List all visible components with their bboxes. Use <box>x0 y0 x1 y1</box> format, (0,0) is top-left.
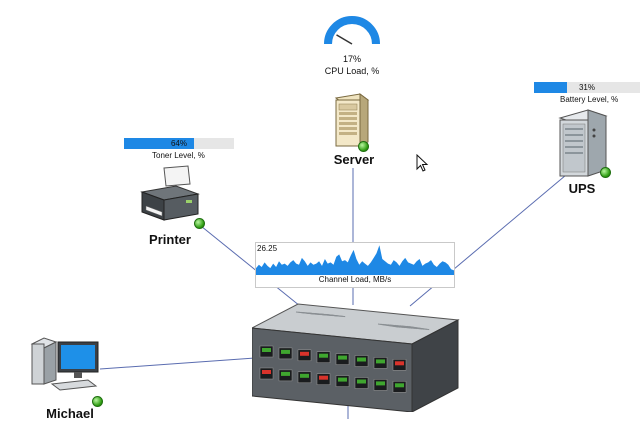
workstation-status-icon <box>92 396 103 407</box>
cpu-gauge <box>324 16 380 45</box>
ups-node[interactable] <box>550 106 614 180</box>
server-node[interactable] <box>330 90 374 150</box>
ups-status-icon <box>600 167 611 178</box>
server-status-icon <box>358 141 369 152</box>
toner-level-bar: 64% <box>124 138 234 149</box>
battery-level-bar: 31% <box>534 82 640 93</box>
toner-level-label: Toner Level, % <box>152 151 205 160</box>
toner-level-value: 64% <box>170 139 187 148</box>
channel-load-chart: 26.25 0 Channel Load, MB/s <box>255 242 455 288</box>
channel-load-label: Channel Load, MB/s <box>318 275 392 284</box>
cpu-load-value: 17% <box>342 54 361 64</box>
toner-level-fill <box>124 138 195 149</box>
printer-node[interactable] <box>136 164 204 226</box>
channel-load-plot <box>256 245 454 275</box>
workstation-node[interactable] <box>30 330 100 396</box>
link-printer-switch <box>195 221 301 307</box>
printer-label: Printer <box>149 232 191 247</box>
chart-max-label: 26.25 <box>257 244 278 253</box>
battery-level-label: Battery Level, % <box>560 95 619 104</box>
channel-load-area <box>256 245 454 275</box>
ups-label: UPS <box>568 181 596 196</box>
battery-level-fill <box>534 82 567 93</box>
mouse-cursor-icon <box>416 154 429 172</box>
network-switch[interactable] <box>250 300 460 413</box>
printer-status-icon <box>194 218 205 229</box>
ups-icon <box>558 109 608 177</box>
server-icon <box>334 93 370 147</box>
cpu-load-label: CPU Load, % <box>324 66 380 76</box>
server-label: Server <box>333 152 375 167</box>
battery-level-value: 31% <box>578 83 595 92</box>
workstation-label: Michael <box>46 406 94 421</box>
link-michael-switch <box>99 357 256 370</box>
switch-icon <box>250 303 460 413</box>
workstation-icon <box>30 337 99 391</box>
printer-icon <box>140 165 200 221</box>
